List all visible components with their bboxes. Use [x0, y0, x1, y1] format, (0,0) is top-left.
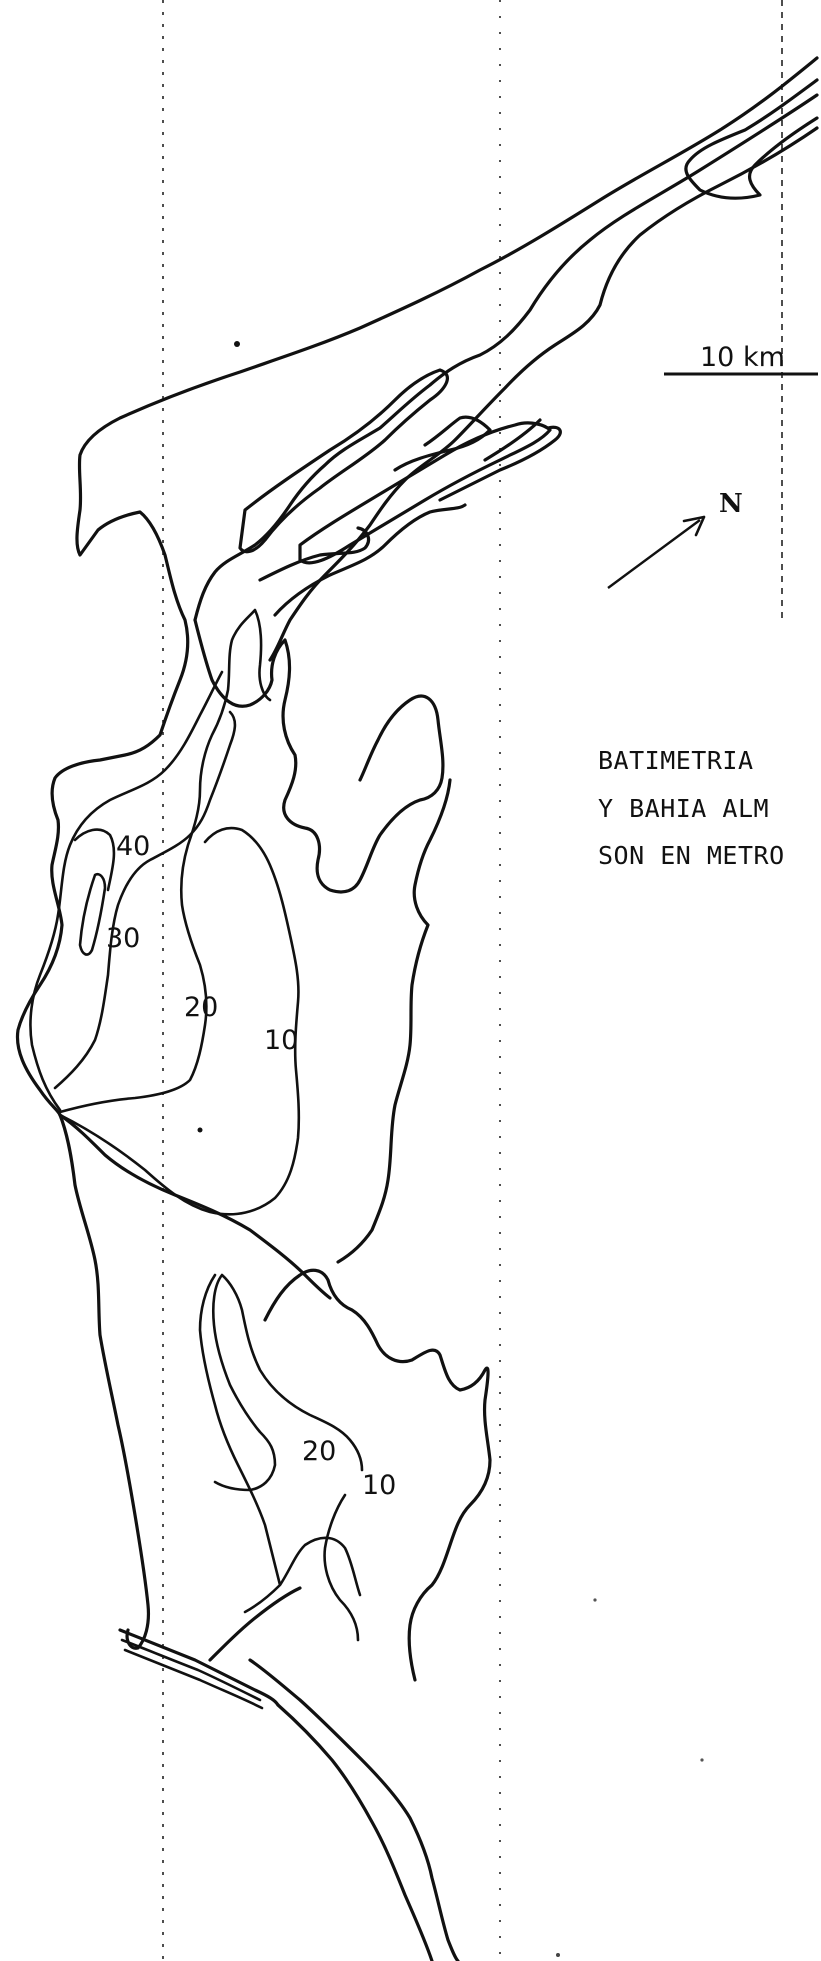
depth-label-40: 40 — [116, 831, 150, 862]
north-arrow: N — [607, 489, 743, 589]
tidal-channel-1 — [238, 368, 449, 554]
bay-west-shore — [58, 1113, 332, 1300]
depth-label-10-upper: 10 — [264, 1025, 298, 1056]
caption-line-2: Y BAHIA ALM — [598, 794, 770, 823]
speck-3 — [556, 1953, 560, 1957]
tidal-channel-3 — [438, 418, 562, 502]
south-outer-coast-3 — [123, 1648, 264, 1710]
north-arrow-shaft — [607, 519, 701, 589]
river-shore-south — [268, 126, 819, 662]
outlet-east-bank — [248, 1658, 460, 1961]
contour-30-west — [29, 670, 224, 1112]
depth-label-20-upper: 20 — [184, 992, 218, 1023]
contour-30 — [53, 710, 237, 1090]
contour-10 — [58, 826, 301, 1216]
depth-label-20-lower: 20 — [302, 1436, 336, 1467]
north-arrow-head — [682, 515, 706, 537]
bay-east-shore — [193, 618, 445, 894]
speck-1 — [234, 341, 240, 347]
outlet-west-bank — [208, 1586, 302, 1662]
contour-10-lower — [198, 1273, 362, 1642]
south-east-shore — [263, 1268, 492, 1682]
outlet-west-bank-2 — [276, 1703, 434, 1961]
contour-40 — [78, 872, 107, 956]
scale-bar: 10 km — [664, 342, 818, 376]
caption-line-3: SON EN METRO — [598, 841, 785, 870]
river-shore-inner — [193, 93, 819, 622]
bay-east-shore-2 — [336, 778, 452, 1264]
depth-label-10-lower: 10 — [362, 1470, 396, 1501]
tidal-channel-2 — [298, 421, 552, 565]
tidal-channel-6 — [273, 503, 467, 617]
tidal-channel-4 — [393, 415, 492, 472]
north-arrow-label: N — [719, 489, 743, 519]
south-west-shore — [58, 1113, 151, 1650]
south-outer-coast — [118, 1628, 280, 1707]
contour-20 — [58, 608, 272, 1114]
speck-4 — [593, 1598, 597, 1602]
outer-coastline — [15, 56, 819, 1117]
south-outer-coast-2 — [120, 1638, 262, 1702]
tidal-channel-5 — [258, 526, 371, 582]
scale-bar-label: 10 km — [700, 342, 785, 373]
depth-label-30: 30 — [106, 923, 140, 954]
contour-40-b — [73, 828, 116, 892]
caption-line-1: BATIMETRIA — [598, 746, 754, 775]
speck-5 — [700, 1758, 704, 1762]
speck-2 — [197, 1127, 203, 1133]
